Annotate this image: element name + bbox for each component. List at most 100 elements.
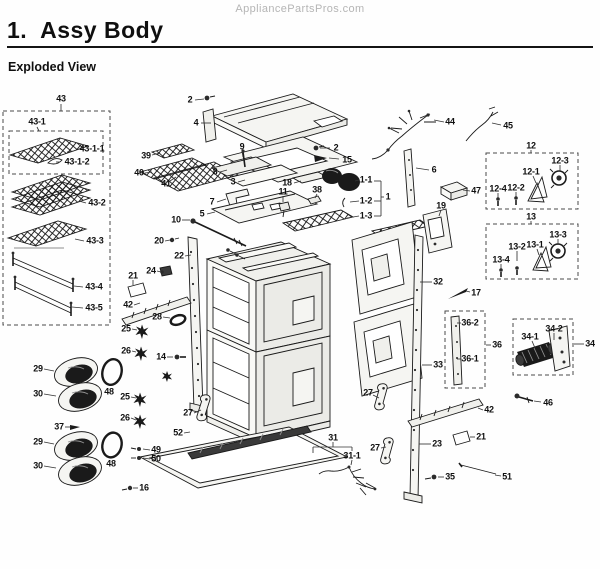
callout-26: 26 — [120, 412, 130, 422]
leader-line-40 — [144, 171, 153, 174]
leader-line-18 — [293, 180, 302, 184]
leader-line-30 — [43, 465, 57, 469]
callout-34: 34 — [585, 338, 595, 348]
callout-42: 42 — [123, 299, 133, 309]
rail-42-left — [121, 296, 192, 326]
callout-19: 19 — [436, 200, 446, 210]
callout-39: 39 — [141, 150, 151, 160]
leader-line-27 — [380, 446, 387, 449]
rail-52 — [187, 425, 312, 460]
callout-6: 6 — [432, 164, 437, 174]
leader-line-5 — [206, 211, 216, 215]
part-38 — [307, 195, 322, 205]
screw-14 — [174, 354, 186, 360]
fan-29-upper — [54, 357, 98, 387]
grommet-25-a — [135, 324, 149, 339]
fan-30-lower — [58, 456, 102, 486]
group-box-13 — [485, 223, 579, 280]
leader-line-25 — [130, 396, 137, 399]
callout-21: 21 — [128, 270, 138, 280]
group-box-43-1 — [8, 130, 104, 175]
leader-line-38 — [314, 193, 318, 199]
callout-50: 50 — [151, 453, 161, 463]
latch-bracket-12-1 — [527, 175, 548, 203]
panel-19 — [422, 208, 453, 254]
panel-5 — [210, 190, 319, 224]
leader-line-17 — [465, 290, 471, 293]
leader-line-46 — [533, 400, 542, 403]
callout-44: 44 — [445, 116, 455, 126]
strip-36 — [450, 315, 463, 386]
leader-line-8 — [219, 169, 228, 173]
oven-rack-43-3 — [6, 220, 88, 247]
callout-27: 27 — [363, 387, 373, 397]
grommet-extra — [162, 371, 172, 382]
callout-46: 46 — [543, 397, 553, 407]
callout-38: 38 — [312, 184, 322, 194]
screw-20 — [169, 237, 180, 243]
screw-12-2 — [514, 196, 518, 205]
callout-47: 47 — [471, 185, 481, 195]
callout-43-5: 43-5 — [85, 302, 102, 312]
leader-line-1-2 — [349, 200, 360, 203]
callout-43-1-1: 43-1-1 — [80, 143, 105, 153]
callout-49: 49 — [151, 444, 161, 454]
callout-37: 37 — [54, 421, 64, 431]
callout-22: 22 — [174, 250, 184, 260]
panel-8 — [210, 156, 273, 177]
arrow-15 — [314, 155, 327, 162]
callout-15: 15 — [342, 154, 352, 164]
callout-30: 30 — [33, 388, 43, 398]
base-tray-31 — [138, 426, 349, 489]
callout-24: 24 — [146, 265, 156, 275]
leader-line-41 — [169, 176, 177, 182]
callout-23: 23 — [432, 438, 442, 448]
lower-cavity-opening — [212, 337, 250, 431]
callout-28: 28 — [152, 311, 162, 321]
leader-line-15 — [328, 157, 340, 160]
callout-27: 27 — [370, 442, 380, 452]
rail-42-right — [407, 398, 484, 428]
screw-49 — [130, 447, 141, 451]
bolt-46 — [514, 393, 534, 404]
rail-22 — [187, 236, 207, 415]
rack-clip-43-1-2 — [47, 158, 63, 165]
callout-48: 48 — [106, 458, 116, 468]
callout-29: 29 — [33, 436, 43, 446]
screw-35 — [424, 474, 437, 480]
callout-25: 25 — [120, 391, 130, 401]
grommet-12-3 — [549, 168, 569, 189]
callout-30: 30 — [33, 460, 43, 470]
screw-13-4 — [499, 268, 503, 277]
screw-16 — [121, 485, 133, 491]
grommet-26-a — [134, 346, 148, 361]
oven-rack-43-1-1 — [8, 137, 90, 164]
clip-1-2 — [342, 197, 346, 208]
callout-32: 32 — [433, 276, 443, 286]
leader-line-43-1-1 — [66, 150, 75, 153]
screw-13-2 — [515, 266, 519, 275]
callout-5: 5 — [200, 208, 205, 218]
callout-2: 2 — [334, 142, 339, 152]
callout-1-2: 1-2 — [360, 195, 373, 205]
page-title: 1. Assy Body — [7, 17, 164, 43]
callout-43-2: 43-2 — [88, 197, 105, 207]
leader-line-39 — [151, 152, 161, 156]
callout-33: 33 — [433, 359, 443, 369]
group-box-36 — [444, 310, 486, 389]
callout-36-1: 36-1 — [461, 353, 478, 363]
screw-2-top — [204, 95, 216, 101]
screw-12-4 — [496, 197, 500, 206]
callout-12-1: 12-1 — [522, 166, 539, 176]
callout-40: 40 — [134, 167, 144, 177]
callout-10: 10 — [171, 214, 181, 224]
leader-line-29 — [43, 441, 55, 445]
part-39 — [150, 143, 196, 159]
clamp-ring-48-lower — [101, 431, 123, 459]
leader-line-6 — [415, 167, 430, 171]
callout-13-1: 13-1 — [526, 239, 543, 249]
leader-line-29 — [43, 368, 55, 372]
callout-36-2: 36-2 — [461, 317, 478, 327]
leader-line-28 — [162, 316, 171, 319]
